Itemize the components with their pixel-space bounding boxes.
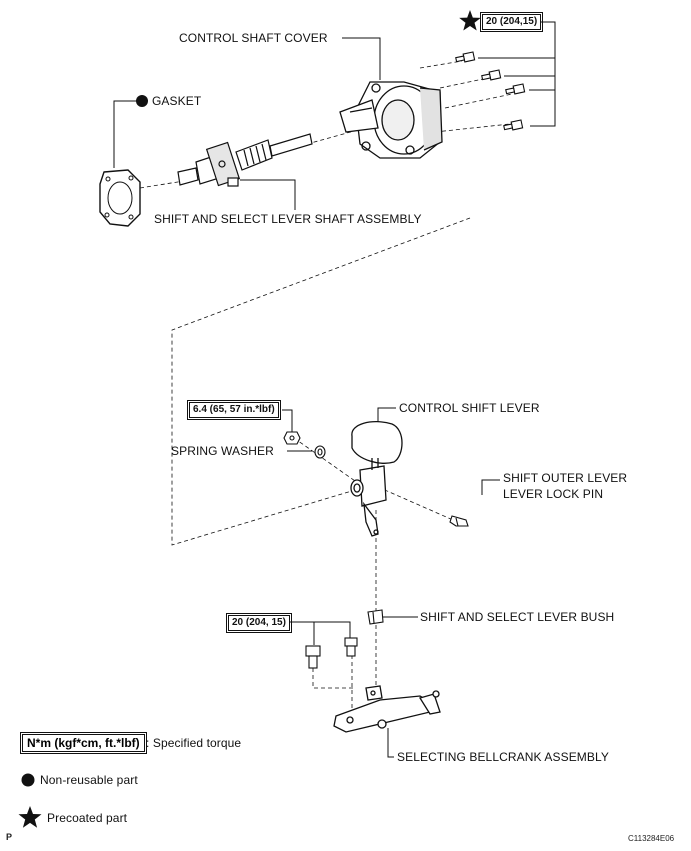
bellcrank-part <box>333 685 441 733</box>
leader-nut-torque <box>282 409 293 432</box>
label-control-shaft-cover: CONTROL SHAFT COVER <box>179 31 328 45</box>
shaft-assembly-part <box>177 133 313 187</box>
spring-washer-part <box>314 445 326 459</box>
filled-circle-icon <box>21 773 35 787</box>
legend-torque-text: : Specified torque <box>146 736 242 750</box>
label-gasket: GASKET <box>152 94 202 108</box>
control-shaft-cover-part <box>339 81 443 159</box>
torque-cover-bolts: 20 (204,15) <box>479 12 544 32</box>
torque-lever-nut: 6.4 (65, 57 in.*lbf) <box>187 400 281 420</box>
cover-bolts <box>455 51 526 131</box>
control-shift-lever-part <box>350 421 403 537</box>
bush-part <box>367 609 384 625</box>
leader-lock-pin <box>481 479 500 495</box>
leader-cover-torque <box>520 21 556 127</box>
lock-pin-part <box>449 515 469 527</box>
label-bellcrank: SELECTING BELLCRANK ASSEMBLY <box>397 750 609 764</box>
torque-bellcrank-bolts: 20 (204, 15) <box>226 613 292 633</box>
label-shift-select-shaft: SHIFT AND SELECT LEVER SHAFT ASSEMBLY <box>154 212 422 226</box>
leader-shaft-assembly <box>240 179 296 210</box>
legend-nonreusable-text: Non-reusable part <box>40 773 138 787</box>
legend-precoated-text: Precoated part <box>47 811 128 825</box>
star-icon <box>18 806 42 828</box>
leader-bellcrank <box>387 728 394 758</box>
nut-part <box>283 431 301 445</box>
label-bush: SHIFT AND SELECT LEVER BUSH <box>420 610 615 624</box>
bellcrank-bolts <box>305 637 358 669</box>
label-shift-outer-lever: SHIFT OUTER LEVER <box>503 471 628 485</box>
label-control-shift-lever: CONTROL SHIFT LEVER <box>399 401 540 415</box>
gasket-part <box>99 169 141 227</box>
label-lever-lock-pin: LEVER LOCK PIN <box>503 487 604 501</box>
label-spring-washer: SPRING WASHER <box>171 444 274 458</box>
footer-left-code: P <box>6 832 13 842</box>
legend-torque-box: N*m (kgf*cm, ft.*lbf) <box>20 732 147 754</box>
leader-gasket <box>113 100 136 168</box>
leader-control-shaft-cover <box>342 37 381 80</box>
leader-bellcrank-torque <box>290 621 351 640</box>
leader-control-shift-lever <box>377 407 396 425</box>
star-icon <box>459 10 481 31</box>
footer-right-code: C113284E06 <box>628 834 675 843</box>
filled-circle-icon <box>136 95 148 107</box>
